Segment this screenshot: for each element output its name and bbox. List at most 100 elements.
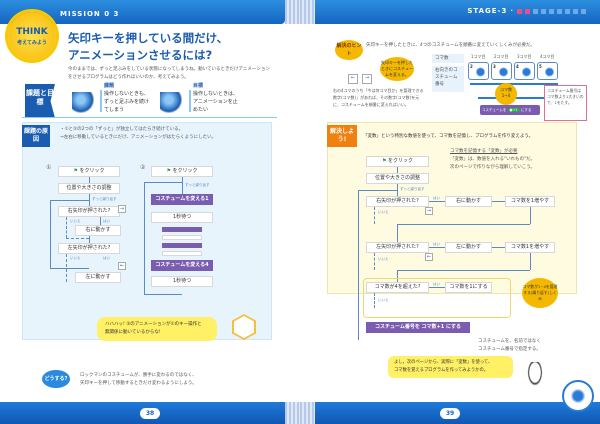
green-flag-icon: ⚑ [381, 158, 389, 164]
connector [89, 194, 90, 206]
condition-block: 左矢印が押された? [366, 242, 429, 253]
desc-line: に、コスチュームを順番に変えればいい。 [333, 102, 409, 107]
left-arrow-key-icon: ← [348, 74, 358, 84]
progress-square [557, 8, 562, 14]
green-flag-icon: ⚑ [166, 168, 173, 174]
block-text: コスチュームを [482, 108, 507, 112]
keys-description: 右の4コマのうち「今は何コマ目か」を管理できる 数字(コマ数)」があれば、その数… [333, 87, 423, 108]
flow-start-block: ⚑ をクリック [58, 166, 120, 177]
connector [100, 217, 101, 225]
increment-block: コマ数1を増やす [505, 242, 555, 253]
connector [397, 224, 398, 242]
mission-label: MISSION 0 3 [60, 10, 120, 18]
move-right-block: 右に動かす [75, 225, 121, 236]
connector [429, 287, 445, 288]
think-sub: 考えてみよう [17, 40, 47, 46]
how-line-1: ロックマンのコスチュームが、勝手に変わるのではなく、 [80, 373, 197, 378]
wait-block: 1秒待つ [151, 276, 213, 287]
var-note-line: 次のページで作りながら理解していこう。 [450, 165, 536, 170]
connector [397, 270, 398, 282]
no-label: いいえ [378, 257, 389, 261]
move-right-block: 右に動かす [445, 196, 492, 207]
frame-loop-highlight [363, 278, 511, 318]
goal-label: 目標 [193, 83, 204, 89]
condition-block: 右矢印が押された? [58, 206, 120, 217]
hint-text: 矢印キーを押したときに、4つのコスチュームを順番に変えていくしくみが必要だ。 [366, 43, 535, 48]
wait-block: 1秒待つ [151, 212, 213, 223]
speech-line-1: よし。次のページから、実際に「変数」を使って、 [394, 360, 493, 365]
goal-line: めたい [193, 107, 209, 113]
right-arrow-key-icon: → [118, 205, 126, 213]
loop-bubble: コマ数が1~4を管理する(繰り返す)しくみ [522, 278, 558, 308]
loop-line [50, 200, 89, 201]
connector [492, 247, 505, 248]
problem-box: 課題 操作しないときも、 ずっと足ぶみを続け てしまう [100, 82, 150, 114]
how-text: ロックマンのコスチュームが、勝手に変わるのではなく、 矢印キーを押して移動すると… [80, 372, 197, 388]
goal-line: 操作しないときは、 [193, 91, 239, 97]
flow-start-block: ⚑ をクリック [151, 166, 213, 177]
think-badge: THINK 考えてみよう [8, 12, 56, 60]
value: 1 [515, 108, 518, 112]
move-left-block: 左に動かす [445, 242, 492, 253]
page-number: 38 [140, 408, 160, 419]
variable-note: コマ数を記憶する「変数」が必要 「変数」は、数値を入れる"いれもの"だ。 次のペ… [450, 148, 535, 172]
var-note-line: コマ数を記憶する「変数」が必要 [450, 149, 518, 154]
setup-block: 位置や大きさの調整 [366, 173, 429, 184]
connector [397, 167, 398, 173]
how-line-2: 矢印キーを押して移動するときだけ変わるようにしよう。 [80, 381, 197, 386]
arrow-return-icon [478, 97, 558, 99]
flow-start-block: ⚑ をクリック [366, 156, 429, 167]
loop-line [50, 200, 51, 268]
frame-label: 3コマ目 [517, 54, 532, 59]
goal-line: アニメーションを止 [193, 99, 238, 105]
loop-line [144, 294, 182, 295]
progress-square [549, 8, 554, 14]
cause-line-1: ・①と②の2つの「ずっと」が独立してはたらき続けている。 [60, 127, 184, 132]
loop-line [358, 190, 397, 191]
connector [492, 201, 505, 202]
yes-label: はい [103, 219, 110, 223]
setup-block: 位置や大きさの調整 [58, 183, 120, 194]
connector [89, 177, 90, 183]
title-line-2: アニメーションさせるには? [68, 48, 213, 62]
cause-tag: 課題の原因 [22, 125, 50, 147]
frame-count-label: コマ数 [432, 54, 464, 63]
no-branch [374, 293, 375, 308]
cause-text: ・①と②の2つの「ずっと」が独立してはたらき続けている。 →左右に移動していると… [60, 126, 216, 142]
condition-block: コマ数が4を超えた? [366, 282, 429, 293]
flow-number: ② [140, 164, 146, 171]
progress-square [517, 8, 522, 14]
connector [397, 270, 530, 271]
problem-line: ずっと足ぶみを続け [104, 99, 150, 105]
right-arrow-key-icon: → [425, 207, 433, 215]
loop-label: ずっと繰り返す [92, 197, 117, 201]
costume-number: 4 [516, 64, 519, 69]
desc-line: 数字(コマ数)」があれば、その数字(コマ数)を元 [333, 95, 420, 100]
solve-text: 「変数」という特別な数値を使って、コマ数を記憶し、プログラムを作り変えよう。 [363, 134, 534, 139]
cause-panel [22, 122, 272, 340]
speech-bubble: ハハハッ! ②のアニメーションが①のキー操作と 無関係に動いているからな! [97, 317, 217, 341]
arrow-right-icon [470, 83, 558, 85]
divider [189, 90, 191, 112]
yes-label: はい [433, 196, 440, 200]
problem-goal-tag: 課題と目標 [25, 84, 55, 118]
speech-line-2: 無関係に動いているからな! [105, 330, 161, 335]
problem-line: 操作しないときも、 [104, 91, 149, 97]
connector [397, 224, 530, 225]
block-label: をクリック [79, 168, 105, 174]
loop-line [50, 268, 89, 269]
desc-line: 右の4コマのうち「今は何コマ目か」を管理できる [333, 88, 424, 93]
spine [300, 0, 315, 24]
frame-label: 2コマ目 [494, 54, 509, 59]
intro-line-2: をさせるプログラムはどう作ればいいのか、考えてみよう。 [68, 75, 189, 80]
reporter-slot: ●+1 [507, 108, 520, 112]
title-line-1: 矢印キーを押している間だけ、 [68, 31, 229, 45]
speech-bubble: よし。次のページから、実際に「変数」を使って、 コマ数を覚えるプログラムを作って… [388, 356, 513, 378]
keys-bubble: 矢印キーを押したときにコスチュームを変える。 [380, 57, 414, 81]
problem-line: てしまう [104, 107, 125, 113]
costume-frame: 3 [491, 62, 512, 80]
no-branch [374, 207, 375, 224]
costume-number-label: 右向きのコスチューム番号 [432, 66, 464, 92]
frame-label: 4コマ目 [540, 54, 555, 59]
costume-frame: 5 [537, 62, 558, 80]
